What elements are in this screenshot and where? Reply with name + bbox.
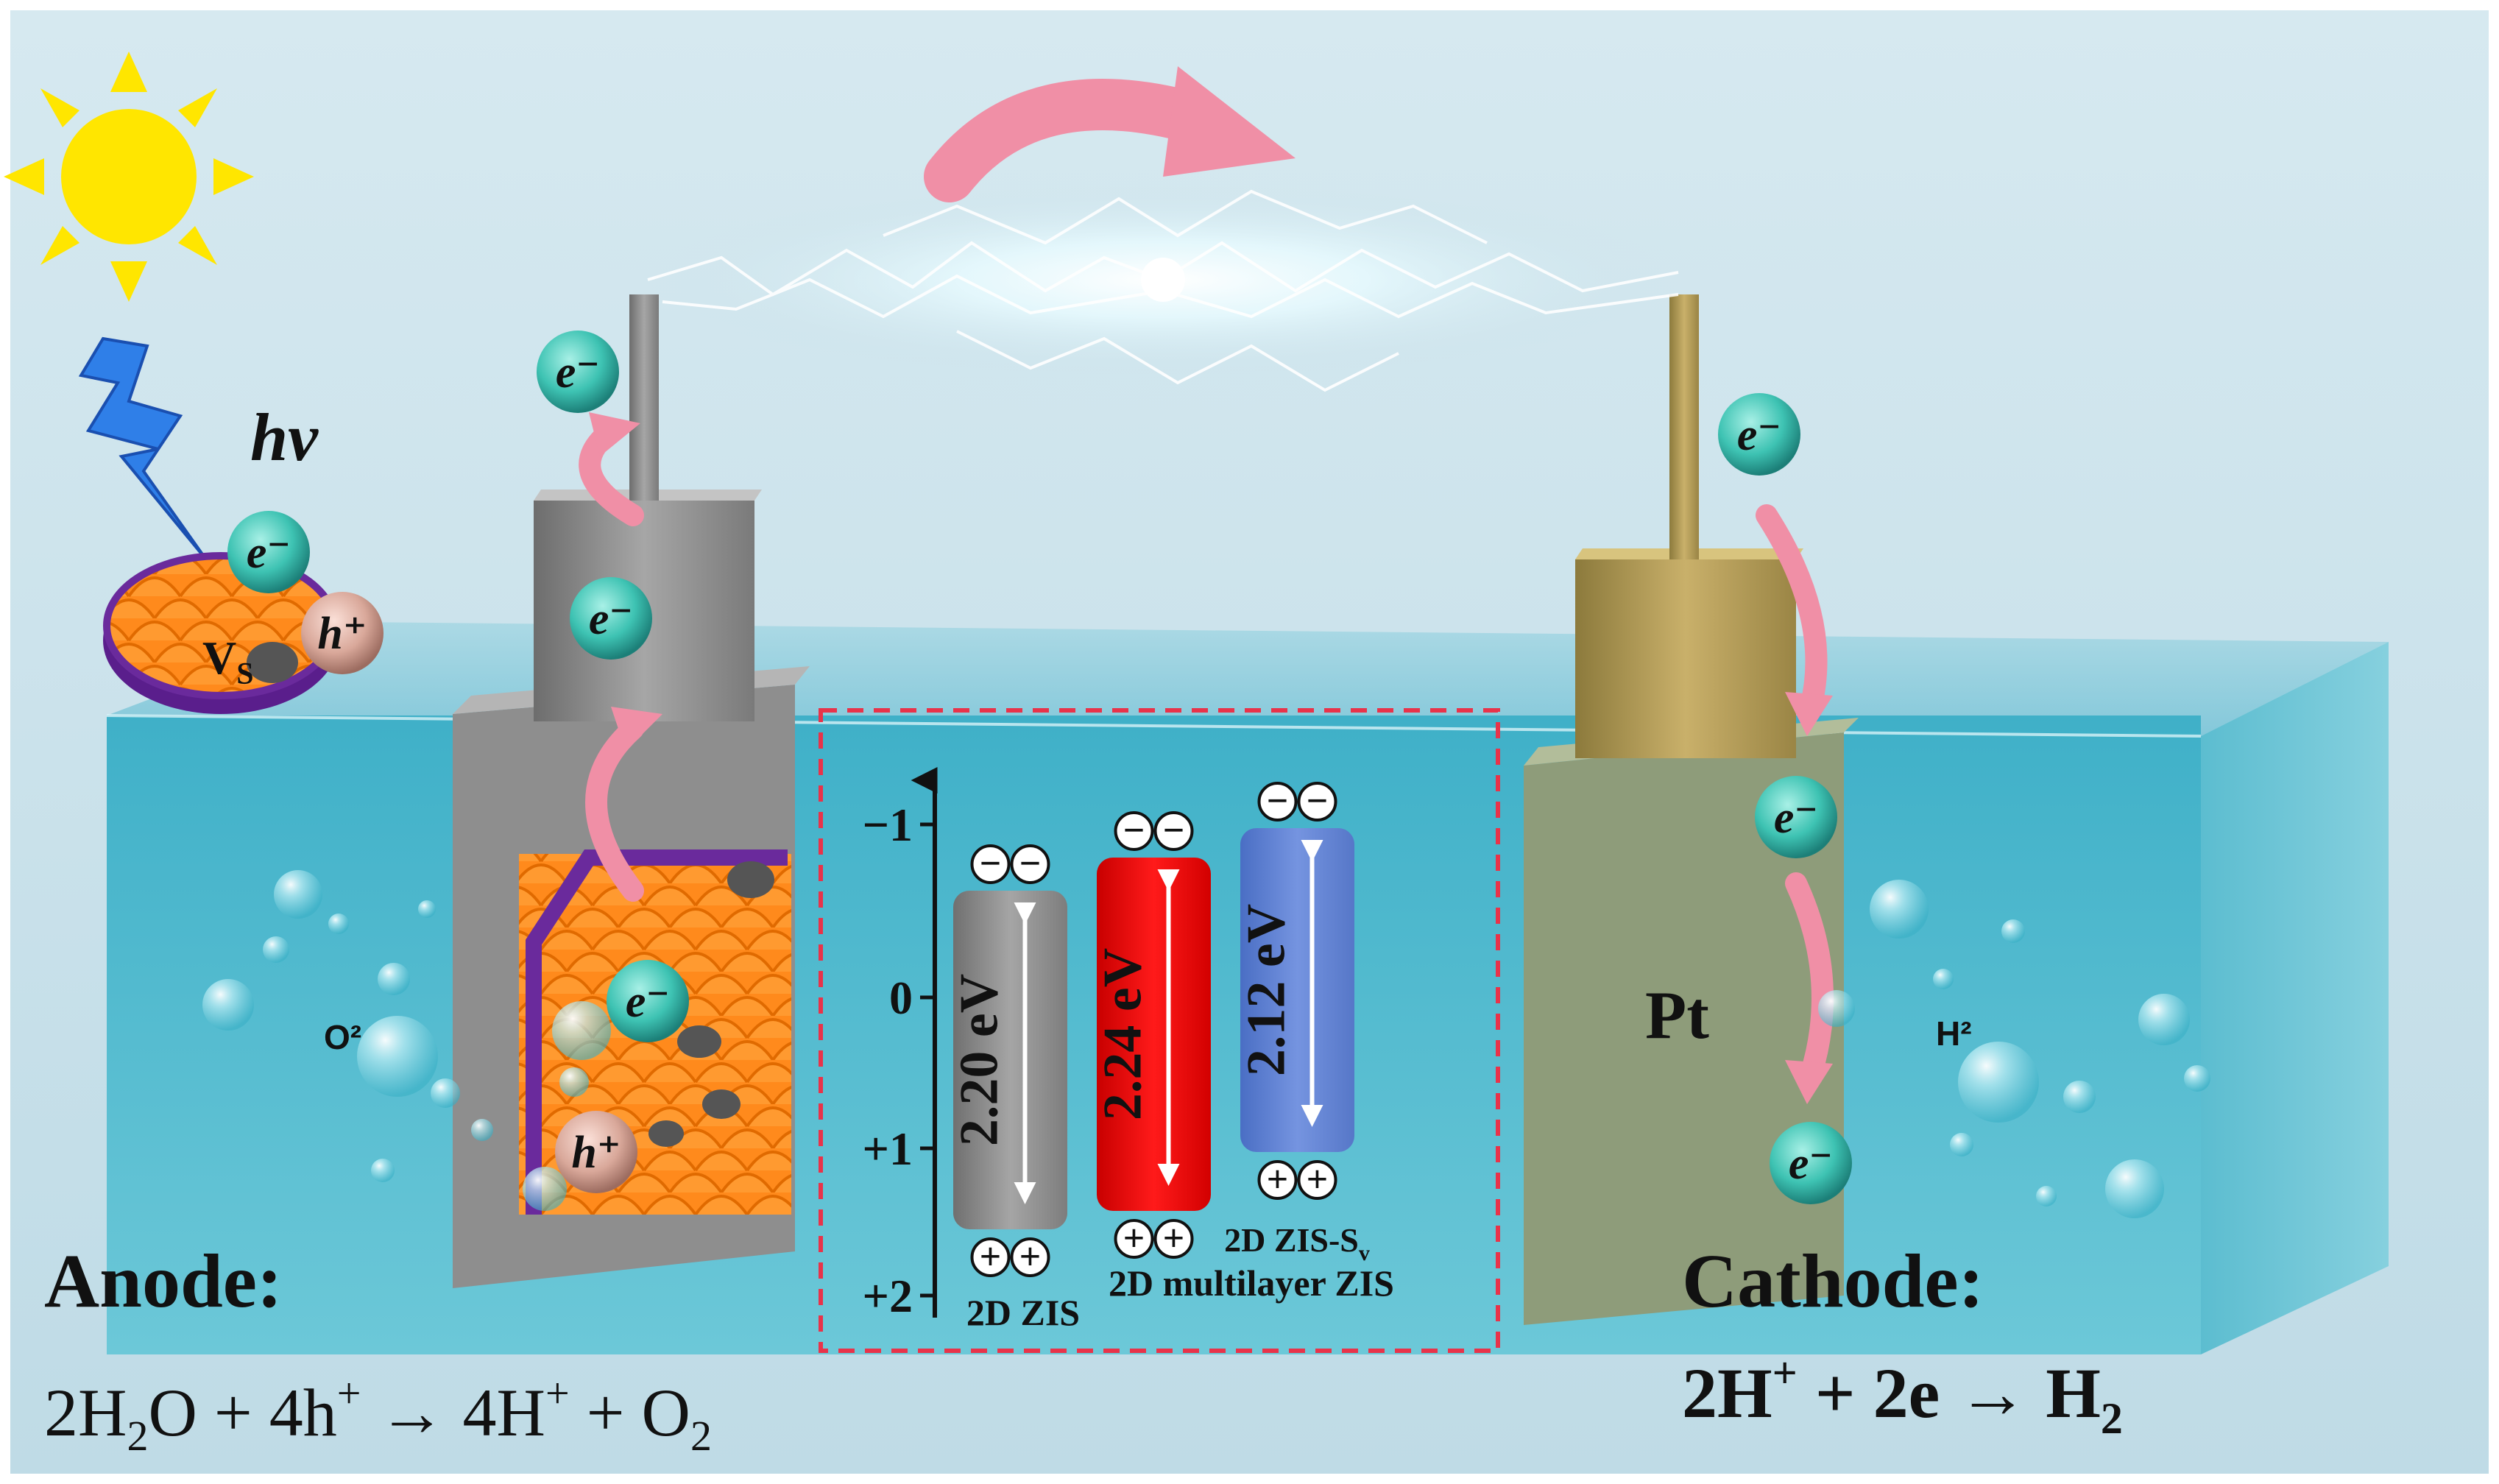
y-tick-label: −1 [863, 799, 913, 851]
cathode-metal-label: Pt [1645, 978, 1709, 1053]
hole-sign: + [1010, 1236, 1050, 1278]
electron-sign: − [1010, 843, 1050, 885]
hydrogen-bubbles [1818, 880, 2210, 1218]
electron-transfer-arrows [579, 420, 1834, 1086]
svg-text:h⁺: h⁺ [317, 609, 367, 659]
y-tick-label: 0 [889, 972, 913, 1024]
lightning-icon [78, 336, 208, 561]
svg-text:−: − [1307, 780, 1329, 822]
svg-text:−: − [1267, 780, 1289, 822]
svg-text:e⁻: e⁻ [1737, 410, 1781, 460]
oxygen-label: O² [324, 1018, 361, 1056]
oxygen-bubbles [202, 870, 611, 1211]
hole-sign: + [1114, 1218, 1154, 1259]
svg-text:−: − [1163, 810, 1185, 852]
svg-text:e⁻: e⁻ [626, 977, 670, 1027]
cathode-post [1669, 294, 1699, 559]
anode-equation: 2H2O + 4h+ → 4H+ + O2 [44, 1369, 712, 1460]
svg-text:−: − [1123, 810, 1145, 852]
external-circuit-arrow [924, 66, 1296, 202]
svg-text:e⁻: e⁻ [1774, 793, 1818, 843]
band-name: 2D ZIS-Sv [1224, 1221, 1370, 1265]
hole-sign: + [1257, 1159, 1298, 1201]
electron-sign: − [1297, 780, 1337, 822]
hole-sign: + [970, 1236, 1011, 1278]
light-label: hv [250, 400, 319, 475]
electric-spark [647, 184, 1679, 392]
svg-text:−: − [980, 843, 1002, 885]
svg-text:h⁺: h⁺ [571, 1128, 621, 1178]
hydrogen-label: H² [1936, 1014, 1972, 1053]
electron-sign: − [1153, 810, 1194, 852]
svg-text:e⁻: e⁻ [556, 347, 600, 398]
svg-text:+: + [1267, 1159, 1289, 1201]
band-name: 2D multilayer ZIS [1109, 1262, 1394, 1304]
svg-text:+: + [1019, 1236, 1042, 1278]
cathode-equation: 2H+ + 2e → H2 [1682, 1349, 2123, 1443]
vacancy-label: VS [202, 632, 254, 691]
svg-text:+: + [1123, 1218, 1145, 1259]
band-bar [953, 891, 1067, 1229]
sulfur-vacancy [247, 642, 298, 683]
band-bar [1097, 858, 1211, 1211]
electron-particles: e⁻ e⁻ e⁻ e⁻ e⁻ e⁻ e⁻ [227, 331, 1852, 1204]
hole-sign: + [1297, 1159, 1337, 1201]
svg-text:e⁻: e⁻ [247, 528, 291, 578]
band-diagram: −10+1+2 2.20 eV−−++2.24 eV−−++2.12 eV−−+… [819, 708, 1500, 1353]
hole-particles: h⁺ h⁺ [301, 592, 637, 1193]
cathode-clamp [1575, 559, 1796, 758]
anode-title: Anode: [44, 1239, 283, 1324]
svg-text:e⁻: e⁻ [589, 594, 633, 644]
anode-post [629, 294, 659, 501]
svg-text:e⁻: e⁻ [1789, 1139, 1833, 1189]
electron-sign: − [970, 843, 1011, 885]
band-bar [1240, 828, 1354, 1152]
electron-sign: − [1257, 780, 1298, 822]
y-tick-label: +2 [863, 1270, 913, 1322]
electron-sign: − [1114, 810, 1154, 852]
water-side [2201, 642, 2389, 1354]
svg-text:+: + [980, 1236, 1002, 1278]
band-gap-label: 2.12 eV [1237, 904, 1297, 1076]
hole-sign: + [1153, 1218, 1194, 1259]
y-tick-label: +1 [863, 1123, 913, 1175]
cathode-electrode: Pt [1524, 294, 1859, 1325]
band-name: 2D ZIS [966, 1292, 1080, 1333]
band-gap-label: 2.20 eV [950, 974, 1010, 1146]
svg-text:+: + [1307, 1159, 1329, 1201]
band-gap-label: 2.24 eV [1093, 948, 1153, 1120]
band-diagram-frame [819, 708, 1500, 1353]
svg-text:+: + [1163, 1218, 1185, 1259]
cathode-title: Cathode: [1682, 1239, 1984, 1324]
sun-icon [4, 52, 254, 302]
svg-text:−: − [1019, 843, 1042, 885]
